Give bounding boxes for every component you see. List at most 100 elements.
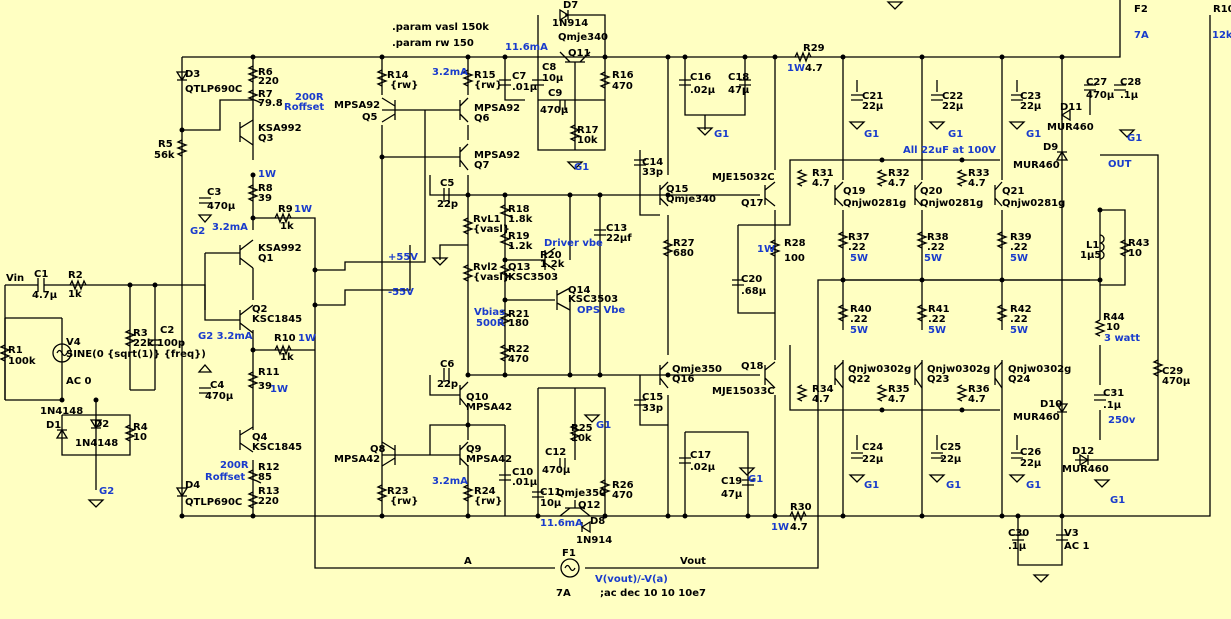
value-c15: 33p <box>642 403 663 414</box>
value-c7: .01µ <box>512 82 538 93</box>
capacitor-c1 <box>30 278 60 292</box>
label-q12: Q12 <box>578 500 600 511</box>
value-d7: 1N914 <box>552 18 588 29</box>
label-r41: R41 <box>928 304 950 315</box>
value-q5: MPSA92 <box>334 100 380 111</box>
value-r9: 1k <box>280 221 294 232</box>
value-r43: 10 <box>1128 248 1142 259</box>
ann-i-q1: 3.2mA <box>212 222 248 233</box>
ann-r29-w: 1W <box>787 63 805 74</box>
value-c3: 470µ <box>207 201 236 212</box>
transistor-q21 <box>994 181 1003 207</box>
transistor-q7 <box>459 143 469 171</box>
resistor-r43 <box>1119 239 1131 257</box>
value-q16: Qmje350 <box>672 364 722 375</box>
capacitor-c12 <box>559 458 566 468</box>
ann-ac-dir: ;ac dec 10 10 10e7 <box>600 588 706 599</box>
diode-d11 <box>1060 108 1071 122</box>
label-c10: C10 <box>512 467 533 478</box>
capacitor-c7 <box>499 79 511 86</box>
label-r38: R38 <box>927 232 949 243</box>
label-c17: C17 <box>690 450 711 461</box>
value-d9: MUR460 <box>1013 160 1060 171</box>
value-rload: 470µ <box>1162 376 1191 387</box>
label-f2: R108 <box>1213 4 1231 15</box>
label-r37: R37 <box>848 232 870 243</box>
capacitor-c10 <box>499 474 511 481</box>
junctions <box>59 54 1103 519</box>
resistor-r26 <box>599 479 611 497</box>
resistor-r15 <box>462 69 474 87</box>
resistor-r25 <box>569 424 581 442</box>
value-f1: 7A <box>1134 30 1149 41</box>
value-c14: 33p <box>642 167 663 178</box>
ann-r7-2: Roffset <box>284 102 324 113</box>
label-r15: R15 <box>474 70 496 81</box>
label-q4: Q4 <box>252 432 268 443</box>
gnd-g1-c16: G1 <box>714 129 729 140</box>
value-r40: .22 <box>850 314 868 325</box>
resistor-r29 <box>794 51 812 63</box>
resistor-r39 <box>996 231 1008 249</box>
label-r19: R19 <box>508 231 530 242</box>
resistor-r7 <box>247 89 262 104</box>
label-r4: R4 <box>133 422 148 433</box>
resistor-r35 <box>876 384 888 402</box>
inductor-l1 <box>1099 234 1105 260</box>
value-d12: MUR460 <box>1062 464 1109 475</box>
label-c12: C12 <box>545 447 566 458</box>
value-q7: MPSA92 <box>474 150 520 161</box>
ann-r11-w: 1W <box>270 384 288 395</box>
value-c22: 22µ <box>942 101 964 112</box>
label-l1: L1 <box>1086 240 1099 251</box>
value-c19: 47µ <box>721 489 743 500</box>
capacitor-c28 <box>1114 84 1126 91</box>
label-d1: D1 <box>46 420 61 431</box>
value-r15: {rw} <box>474 80 502 91</box>
transistor-q14 <box>556 287 571 311</box>
label-c3: C3 <box>207 187 221 198</box>
value-r30: 4.7 <box>790 522 808 533</box>
value-c12: 470µ <box>542 465 571 476</box>
ann-vbias: Vbias <box>474 307 505 318</box>
value-q23: Qnjw0302g <box>927 364 990 375</box>
value-r12: 85 <box>258 472 272 483</box>
ann-plus55: +55V <box>388 252 418 263</box>
value-r33: 4.7 <box>968 178 986 189</box>
ann-v3-expr: V(vout)/-V(a) <box>595 574 668 585</box>
transistor-q23 <box>914 361 923 389</box>
gnd-g1-c25: G1 <box>946 480 961 491</box>
value-c25: 22µ <box>940 454 962 465</box>
value-r23: {rw} <box>390 496 418 507</box>
value-q24: Qnjw0302g <box>1008 364 1071 375</box>
value-d2: 1N4148 <box>75 438 118 449</box>
label-r5: R5 <box>158 139 173 150</box>
capacitor-c13 <box>594 229 606 236</box>
capacitor-c4 <box>199 387 211 394</box>
label-r21: R21 <box>508 309 530 320</box>
value-q2: KSC1845 <box>252 314 302 325</box>
label-r20: Q13 <box>508 262 530 273</box>
resistor-r19 <box>499 233 514 248</box>
value-q9: MPSA42 <box>466 454 512 465</box>
diode-d10 <box>1055 403 1069 414</box>
label-d8: D8 <box>590 516 605 527</box>
ann-r10-w: 1W <box>298 333 316 344</box>
label-r2: R2 <box>68 270 83 281</box>
label-r30: R30 <box>790 502 812 513</box>
label-c30: V3 <box>1064 528 1079 539</box>
gnd-g1-c26: G1 <box>1026 480 1041 491</box>
value-q3: KSA992 <box>258 123 302 134</box>
label-c4: C4 <box>210 380 224 391</box>
value-q14: KSC3503 <box>568 294 618 305</box>
value-v4: SINE(0 {sqrt(1)} {freq}) <box>66 349 206 360</box>
transistor-q6 <box>459 97 469 123</box>
ann-r12-1: 200R <box>220 460 249 471</box>
label-r18: R18 <box>508 204 530 215</box>
value-r29: 4.7 <box>805 63 823 74</box>
label-c11: C11 <box>540 487 561 498</box>
gnd-g1-c17: G1 <box>748 474 763 485</box>
resistor-r30 <box>789 510 807 522</box>
label-c14: C14 <box>642 157 663 168</box>
resistor-r2 <box>69 279 87 291</box>
